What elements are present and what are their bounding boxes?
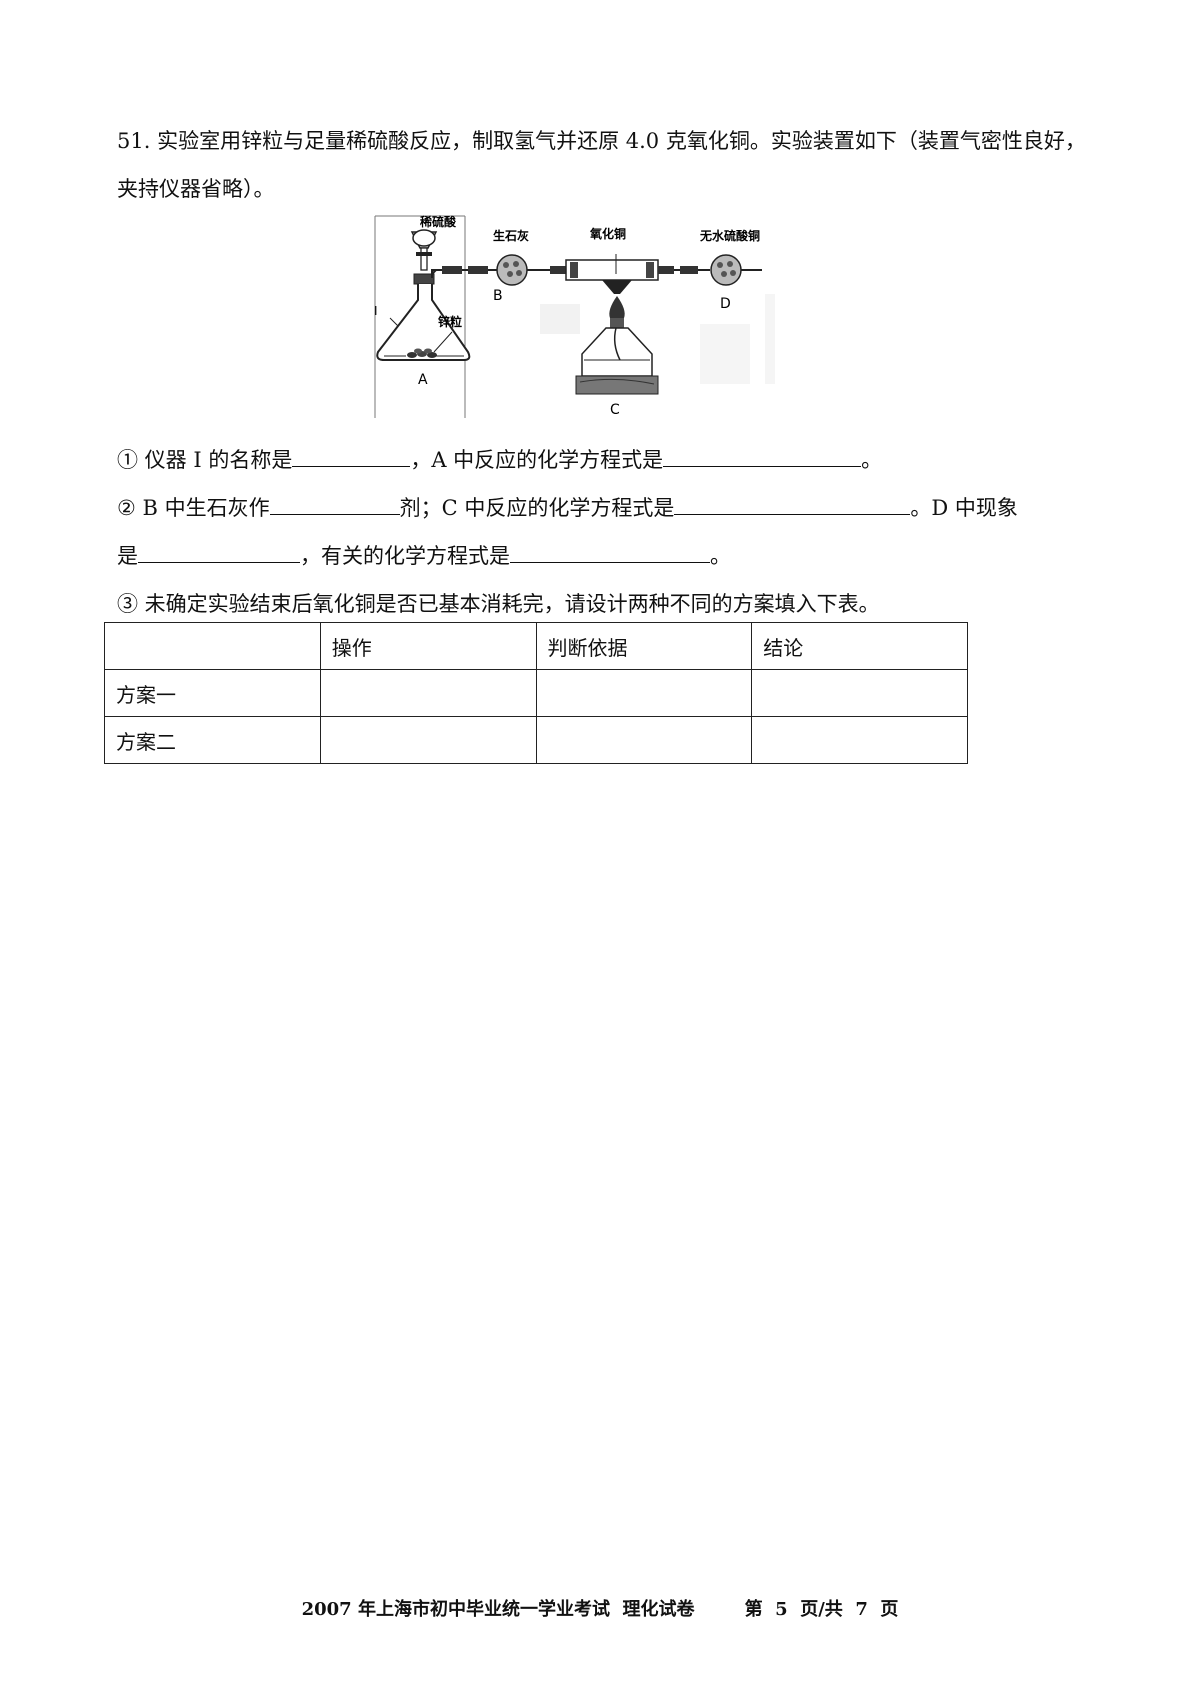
subquestion-2-line1: ② B 中生石灰作 剂；C 中反应的化学方程式是 。D 中现象 [117,492,1018,522]
zinc-granules-icon [407,348,437,358]
sub2-text-line2-part1: 是 [117,544,138,568]
sub1-text-part3: 。 [861,448,883,472]
label-anhydrous-cuso4: 无水硫酸铜 [699,228,760,243]
conical-flask-shape [376,284,471,361]
sub1-text-part2: ，A 中反应的化学方程式是 [410,448,664,472]
sub2-text-line2-part3: 。 [710,544,731,568]
table-cell-answer[interactable] [319,669,537,717]
footer-page-number: 第 5 页/共 7 页 [744,1599,899,1620]
subquestion-2-line2: 是 ，有关的化学方程式是 。 [117,540,731,570]
sub2-text-part3: 。D 中现象 [910,496,1018,520]
table-header-cell: 操作 [319,622,537,670]
table-row: 方案二 [104,716,968,764]
flame-icon [609,296,625,321]
answer-blank-equation-C[interactable] [674,496,911,515]
label-D: D [720,296,731,312]
table-header-cell: 判断依据 [535,622,753,670]
drying-tube-B-icon [496,254,528,286]
question-text-line1: 51. 实验室用锌粒与足量稀硫酸反应，制取氢气并还原 4.0 克氧化铜。实验装置… [117,129,1086,153]
label-dilute-acid: 稀硫酸 [420,214,457,229]
answer-blank-instrument-name[interactable] [292,448,411,467]
table-cell-answer[interactable] [535,669,753,717]
page-footer: 2007 年上海市初中毕业统一学业考试 理化试卷 第 5 页/共 7 页 [0,1595,1200,1621]
subquestion-1: ① 仪器 I 的名称是 ，A 中反应的化学方程式是 。 [117,444,882,474]
label-B: B [493,288,503,304]
table-row-label: 方案一 [104,669,321,717]
answer-table: 操作 判断依据 结论 方案一 方案二 [104,622,968,764]
subquestion-3: ③ 未确定实验结束后氧化铜是否已基本消耗完，请设计两种不同的方案填入下表。 [117,592,880,616]
label-instrument-I: I [374,304,378,318]
answer-blank-phenomenon-D[interactable] [138,544,300,563]
answer-blank-equation-D[interactable] [510,544,710,563]
label-quicklime: 生石灰 [493,228,529,243]
table-cell-answer[interactable] [751,716,968,764]
drying-tube-D-icon [710,254,742,286]
label-zinc: 锌粒 [438,314,462,329]
table-row-label: 方案二 [104,716,321,764]
question-text-line2: 夹持仪器省略）。 [117,177,275,201]
table-cell-answer[interactable] [535,716,753,764]
footer-title: 2007 年上海市初中毕业统一学业考试 理化试卷 [301,1599,695,1620]
copper-oxide-powder-icon [602,280,632,294]
table-header-cell [104,622,321,670]
sub2-text-part1: ② B 中生石灰作 [117,496,270,520]
sub2-text-line2-part2: ，有关的化学方程式是 [300,544,510,568]
label-A: A [418,372,428,388]
apparatus-diagram: 稀硫酸 锌粒 I A [370,214,840,420]
sub1-text-part1: ① 仪器 I 的名称是 [117,448,293,472]
stopcock-icon [416,252,432,256]
table-header-cell: 结论 [751,622,968,670]
sub2-text-part2: 剂；C 中反应的化学方程式是 [399,496,675,520]
label-C: C [610,402,620,418]
table-cell-answer[interactable] [751,669,968,717]
answer-blank-quicklime-role[interactable] [269,496,400,515]
lamp-base-icon [575,375,659,395]
answer-blank-equation-A[interactable] [663,448,862,467]
table-row: 方案一 [104,669,968,717]
table-cell-answer[interactable] [319,716,537,764]
label-copper-oxide: 氧化铜 [589,226,626,241]
reaction-tube-icon [565,259,659,281]
table-header-row: 操作 判断依据 结论 [104,622,968,670]
